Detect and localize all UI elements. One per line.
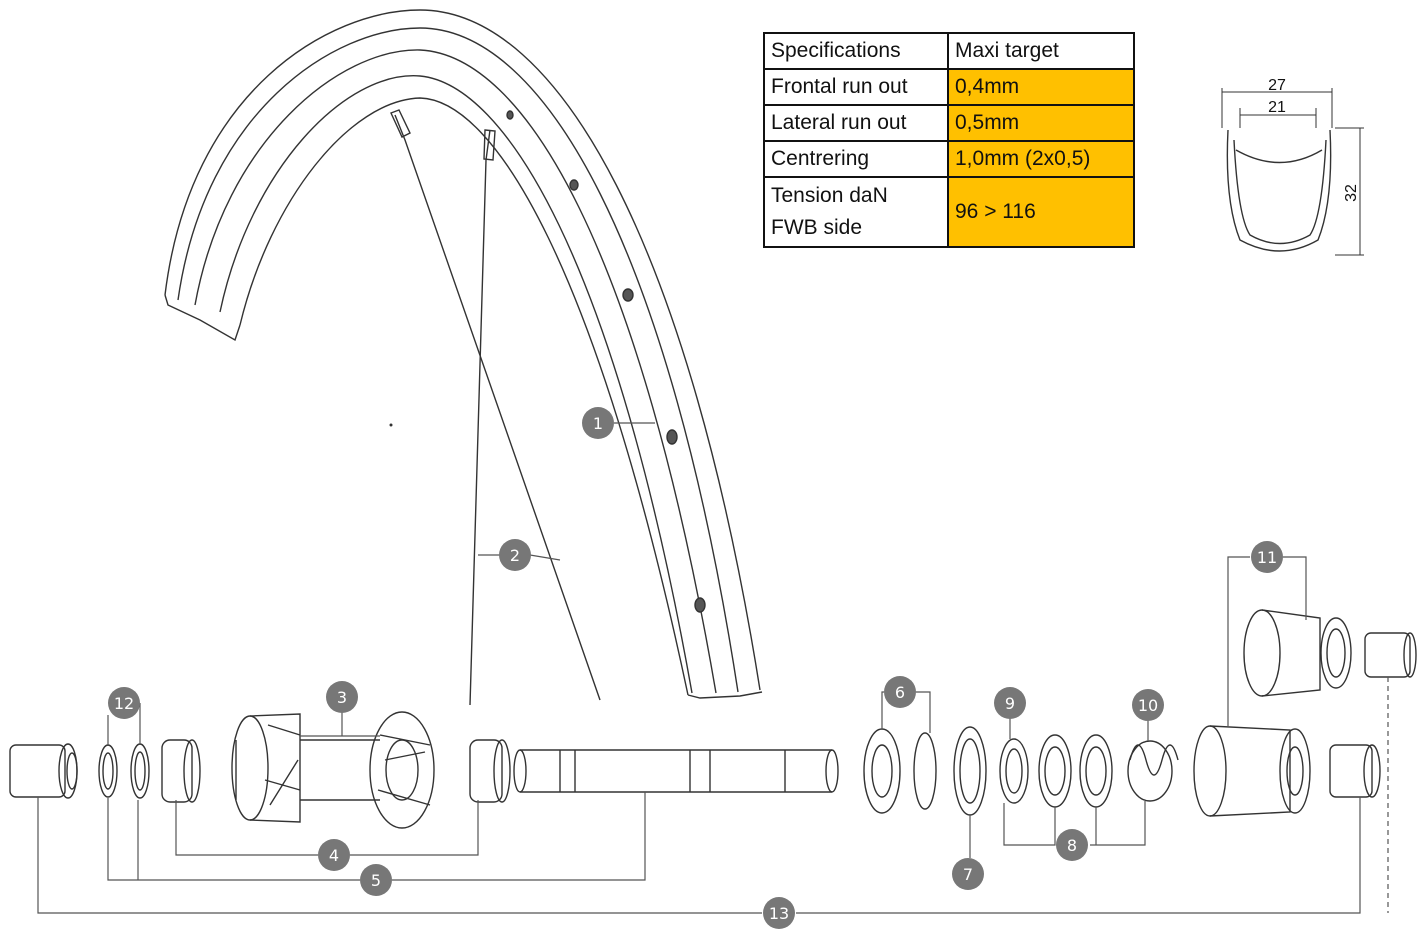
table-header-cell: Maxi target xyxy=(947,32,1135,70)
table-header-cell: Specifications xyxy=(763,32,949,70)
spec-value: 0,4mm xyxy=(947,68,1135,106)
rim-profile-drawing xyxy=(1221,88,1364,256)
svg-text:9: 9 xyxy=(1005,694,1015,713)
callout-7: 7 xyxy=(952,858,984,890)
table-row: Tension daN FWB side 96 > 116 xyxy=(763,176,1135,248)
callout-11: 11 xyxy=(1251,541,1283,573)
callout-4: 4 xyxy=(318,839,350,871)
svg-text:5: 5 xyxy=(371,871,381,890)
svg-text:2: 2 xyxy=(510,546,520,565)
callout-3: 3 xyxy=(326,681,358,713)
spec-label: Frontal run out xyxy=(763,68,949,106)
svg-text:12: 12 xyxy=(114,694,134,713)
leader-lines xyxy=(37,422,1389,914)
svg-text:7: 7 xyxy=(963,865,973,884)
rim-height-label: 32 xyxy=(1343,184,1360,202)
spec-label-line: FWB side xyxy=(771,216,863,239)
table-row: Frontal run out 0,4mm xyxy=(763,68,1135,106)
svg-text:3: 3 xyxy=(337,688,347,707)
spec-value: 1,0mm (2x0,5) xyxy=(947,140,1135,178)
rim-drawing xyxy=(164,9,763,699)
callout-5: 5 xyxy=(360,864,392,896)
specifications-table: Specifications Maxi target Frontal run o… xyxy=(763,32,1135,248)
spokes-drawing xyxy=(390,109,601,706)
svg-text:6: 6 xyxy=(895,683,905,702)
callout-8: 8 xyxy=(1056,829,1088,861)
table-row: Centrering 1,0mm (2x0,5) xyxy=(763,140,1135,178)
spec-value: 96 > 116 xyxy=(947,176,1135,248)
rim-inner-width-label: 21 xyxy=(1268,99,1286,116)
svg-text:1: 1 xyxy=(593,414,603,433)
svg-text:8: 8 xyxy=(1067,836,1077,855)
svg-text:13: 13 xyxy=(769,904,789,923)
spec-label: Lateral run out xyxy=(763,104,949,142)
callout-10: 10 xyxy=(1132,689,1164,721)
spec-value: 0,5mm xyxy=(947,104,1135,142)
callout-12: 12 xyxy=(108,687,140,719)
callout-1: 1 xyxy=(582,407,614,439)
table-row: Lateral run out 0,5mm xyxy=(763,104,1135,142)
spec-label: Centrering xyxy=(763,140,949,178)
callout-2: 2 xyxy=(499,539,531,571)
svg-text:4: 4 xyxy=(329,846,339,865)
callout-13: 13 xyxy=(763,897,795,929)
callout-6: 6 xyxy=(884,676,916,708)
rim-outer-width-label: 27 xyxy=(1268,77,1286,94)
spec-label-line: Tension daN xyxy=(771,184,888,207)
svg-text:10: 10 xyxy=(1138,696,1158,715)
hub-parts-drawing xyxy=(9,609,1417,829)
table-header-row: Specifications Maxi target xyxy=(763,32,1135,70)
svg-text:11: 11 xyxy=(1257,548,1277,567)
callout-9: 9 xyxy=(994,687,1026,719)
spec-label: Tension daN FWB side xyxy=(763,176,949,248)
